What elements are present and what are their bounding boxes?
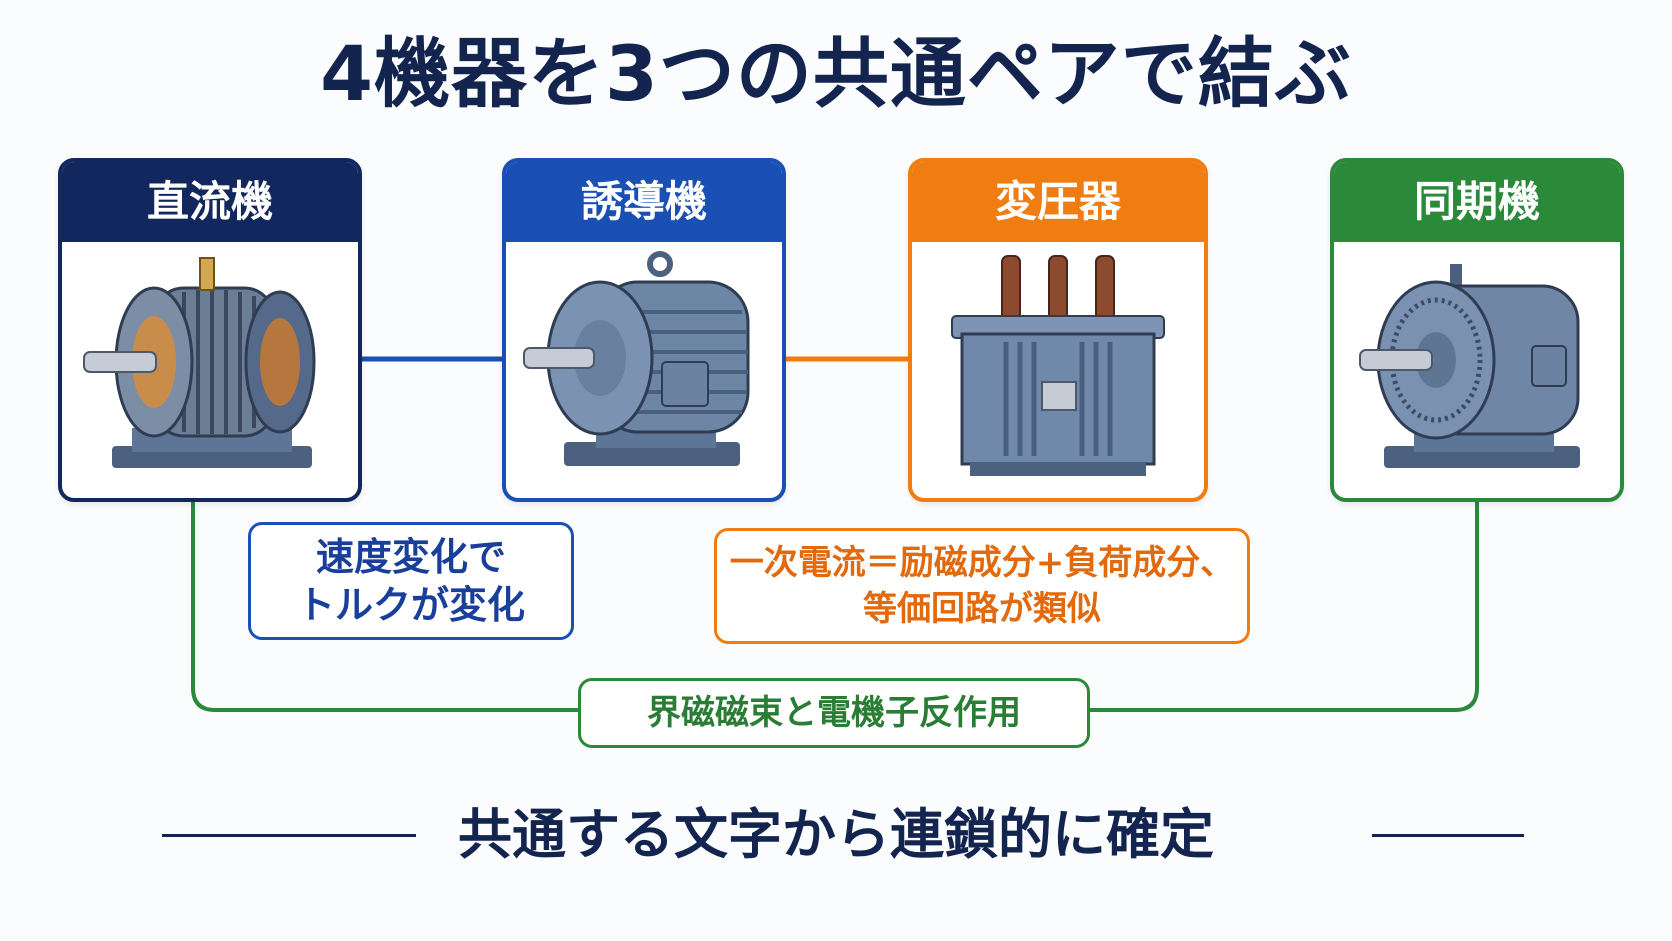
footer-caption: 共通する文字から連鎖的に確定 <box>458 803 1214 866</box>
machine-header-transformer: 変圧器 <box>912 162 1204 242</box>
pair-label-induction-transformer: 一次電流＝励磁成分+負荷成分、 等価回路が類似 <box>714 528 1250 644</box>
induction-motor-illustration <box>506 242 782 498</box>
machine-card-dc: 直流機 <box>58 158 362 502</box>
machine-header-dc: 直流機 <box>62 162 358 242</box>
footer-rule-right <box>1372 834 1524 837</box>
dc-motor-illustration <box>62 242 358 498</box>
pair-label-dc-induction: 速度変化で トルクが変化 <box>248 522 574 640</box>
page-title: 4機器を3つの共通ペアで結ぶ <box>320 29 1352 118</box>
machine-card-induction: 誘導機 <box>502 158 786 502</box>
pair-label-line: 一次電流＝励磁成分+負荷成分、 <box>729 543 1235 583</box>
transformer-illustration <box>912 242 1204 498</box>
pair-label-dc-synchronous: 界磁磁束と電機子反作用 <box>578 678 1090 748</box>
pair-label-line: 等価回路が類似 <box>863 589 1101 629</box>
pair-label-line: 速度変化で <box>315 535 506 579</box>
pair-label-line: 界磁磁束と電機子反作用 <box>647 693 1021 733</box>
machine-card-transformer: 変圧器 <box>908 158 1208 502</box>
footer-rule-left <box>162 834 416 837</box>
machine-header-induction: 誘導機 <box>506 162 782 242</box>
pair-label-line: トルクが変化 <box>296 583 525 627</box>
machine-header-synchronous: 同期機 <box>1334 162 1620 242</box>
machine-card-synchronous: 同期機 <box>1330 158 1624 502</box>
synchronous-machine-illustration <box>1334 242 1620 498</box>
